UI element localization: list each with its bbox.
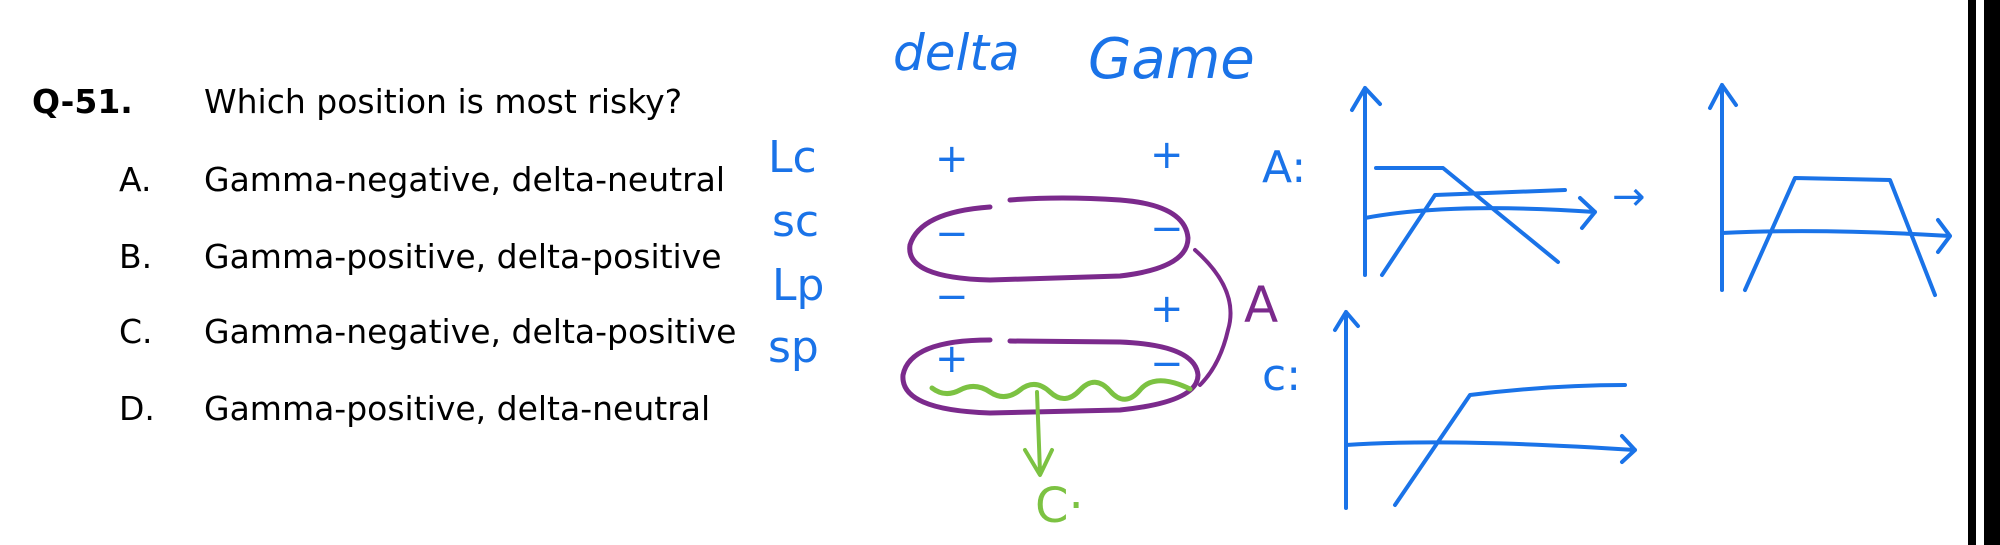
right-border-outer [1984, 0, 2000, 545]
option-b-text: Gamma-positive, delta-positive [204, 237, 722, 276]
row-label-sc: sc [772, 196, 819, 247]
option-d-letter: D. [119, 389, 155, 428]
graph-c [1333, 310, 1637, 510]
lp-delta-sign: − [935, 274, 969, 320]
question-text: Which position is most risky? [204, 82, 683, 121]
option-d-text: Gamma-positive, delta-neutral [204, 389, 711, 428]
row-label-lp: Lp [772, 260, 824, 311]
row-label-lc: Lc [768, 132, 817, 183]
option-c-text: Gamma-negative, delta-positive [204, 312, 737, 351]
arrow-label: C· [1035, 478, 1084, 534]
option-b-letter: B. [119, 237, 153, 276]
right-border-inner [1968, 0, 1976, 545]
sc-gamma-sign: − [1150, 206, 1184, 252]
option-c-letter: C. [119, 312, 153, 351]
bracket-line [1193, 248, 1233, 387]
ellipse-short-put [900, 337, 1201, 416]
arrow-between-graphs: → [1612, 174, 1646, 220]
wave-underline [929, 378, 1193, 402]
arrow-down-icon [1023, 390, 1054, 477]
graph-a-label: A: [1262, 142, 1306, 193]
graph-a-before [1350, 86, 1597, 277]
question-number: Q-51. [32, 82, 133, 121]
option-a-letter: A. [119, 160, 152, 199]
ellipse-short-call [907, 195, 1191, 283]
lc-gamma-sign: + [1150, 132, 1184, 178]
row-label-sp: sp [768, 322, 819, 373]
header-delta: delta [893, 24, 1020, 82]
bracket-label: A [1244, 276, 1278, 334]
lc-delta-sign: + [935, 136, 969, 182]
header-gamma: Game [1088, 27, 1255, 92]
graph-c-label: c: [1262, 350, 1301, 401]
graph-a-after [1708, 83, 1952, 297]
option-a-text: Gamma-negative, delta-neutral [204, 160, 726, 199]
lp-gamma-sign: + [1150, 286, 1184, 332]
